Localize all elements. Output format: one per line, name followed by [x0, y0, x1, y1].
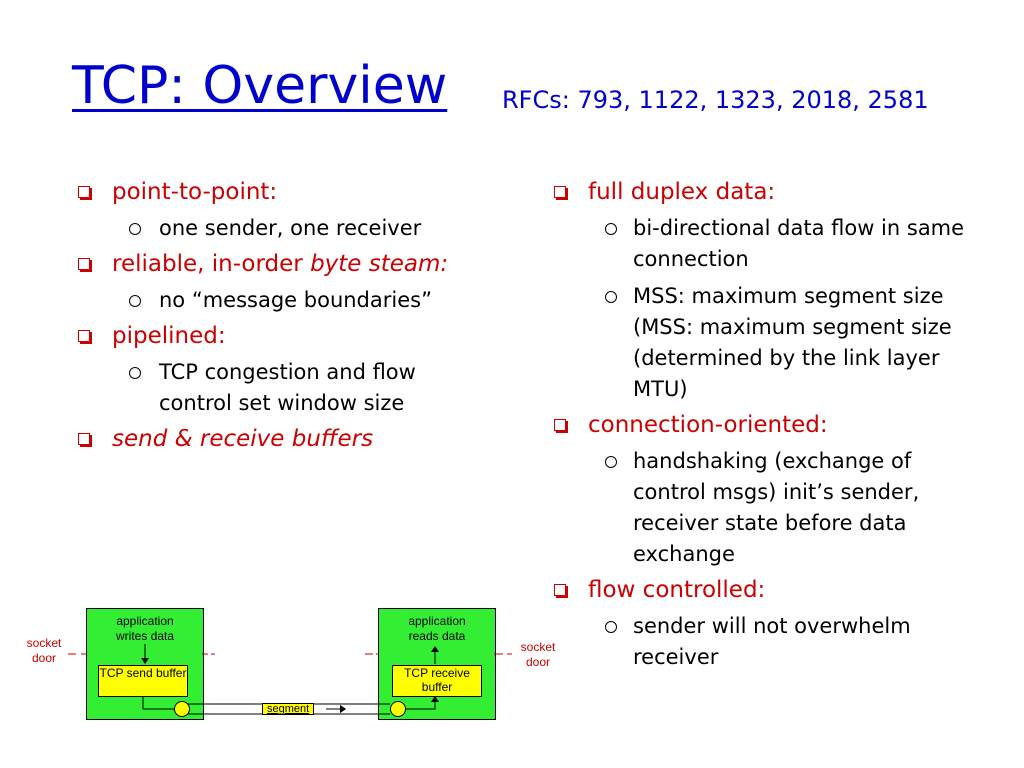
- circle-bullet-icon: [605, 291, 617, 303]
- circle-bullet-icon: [605, 456, 617, 468]
- app-reads-label: application reads data: [408, 614, 466, 643]
- bullet-point-to-point: point-to-point:: [72, 178, 472, 207]
- left-column: point-to-point: one sender, one receiver…: [72, 178, 472, 460]
- square-bullet-icon: [78, 186, 90, 198]
- square-bullet-icon: [78, 433, 90, 445]
- circle-bullet-icon: [129, 223, 141, 235]
- sub-bullet: TCP congestion and flow control set wind…: [72, 357, 472, 419]
- bullet-full-duplex: full duplex data:: [548, 178, 978, 207]
- app-writes-label: application writes data: [115, 614, 175, 643]
- square-bullet-icon: [78, 330, 90, 342]
- square-bullet-icon: [554, 584, 566, 596]
- bullet-buffers: send & receive buffers: [72, 425, 472, 454]
- socket-door-left: socket door: [26, 636, 62, 665]
- receiver-socket-icon: [390, 701, 406, 717]
- square-bullet-icon: [78, 258, 90, 270]
- circle-bullet-icon: [605, 223, 617, 235]
- send-buffer: TCP send buffer: [98, 665, 188, 697]
- sub-bullet: MSS: maximum segment size (MSS: maximum …: [548, 281, 978, 405]
- rfc-subtitle: RFCs: 793, 1122, 1323, 2018, 2581: [502, 86, 929, 114]
- segment-label: segment: [262, 703, 315, 715]
- square-bullet-icon: [554, 186, 566, 198]
- square-bullet-icon: [554, 419, 566, 431]
- right-column: full duplex data: bi-directional data fl…: [548, 178, 978, 679]
- tcp-buffer-diagram: application writes data application read…: [0, 600, 560, 768]
- bullet-flow-controlled: flow controlled:: [548, 576, 978, 605]
- sub-bullet: handshaking (exchange of control msgs) i…: [548, 446, 978, 570]
- sub-bullet: sender will not overwhelm receiver: [548, 611, 978, 673]
- circle-bullet-icon: [129, 295, 141, 307]
- circle-bullet-icon: [129, 367, 141, 379]
- slide-title: TCP: Overview: [72, 56, 448, 116]
- bullet-reliable: reliable, in-order byte steam:: [72, 250, 472, 279]
- sub-bullet: no “message boundaries”: [72, 285, 472, 316]
- socket-door-right: socket door: [520, 640, 556, 669]
- circle-bullet-icon: [605, 621, 617, 633]
- bullet-connection-oriented: connection-oriented:: [548, 411, 978, 440]
- sender-socket-icon: [174, 701, 190, 717]
- sub-bullet: one sender, one receiver: [72, 213, 472, 244]
- sub-bullet: bi-directional data flow in same connect…: [548, 213, 978, 275]
- receive-buffer: TCP receive buffer: [392, 665, 482, 697]
- bullet-pipelined: pipelined:: [72, 322, 472, 351]
